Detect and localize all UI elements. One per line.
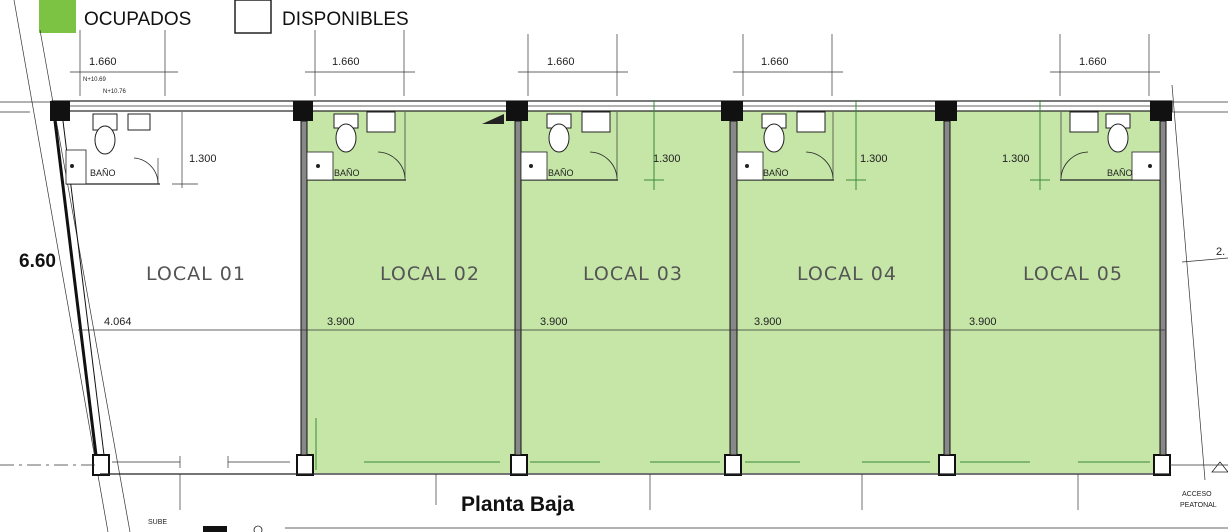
room-label-local-05: LOCAL 05 <box>1023 263 1123 285</box>
property-line-left <box>13 0 109 532</box>
room-label-local-03: LOCAL 03 <box>583 263 683 285</box>
bath-label-01: BAÑO <box>90 168 116 178</box>
bath-label-05: BAÑO <box>1107 168 1133 178</box>
legend-occupied-label: OCUPADOS <box>84 9 191 30</box>
plan-title: Planta Baja <box>461 493 575 516</box>
dim-top-2: 1.660 <box>332 56 360 68</box>
room-label-local-02: LOCAL 02 <box>380 263 480 285</box>
stair-up-label: SUBE <box>148 519 167 526</box>
top-wall <box>0 100 1228 113</box>
legend-available-swatch <box>234 0 272 34</box>
depth-dimension: 6.60 <box>19 251 56 272</box>
dim-right-cut: 2. <box>1216 246 1225 258</box>
bath-label-02: BAÑO <box>334 168 360 178</box>
bathroom-local-01 <box>65 113 160 185</box>
width-dimensions: 4.064 3.900 3.900 3.900 3.900 2. <box>78 246 1228 331</box>
dim-bath-3: 1.300 <box>860 153 888 165</box>
access-arrow <box>1211 461 1228 473</box>
access-label-2: PEATONAL <box>1180 502 1217 509</box>
front-line <box>0 418 1228 529</box>
stair-block <box>203 526 227 532</box>
dim-top-1: 1.660 <box>89 56 117 68</box>
dim-width-2: 3.900 <box>327 316 355 328</box>
room-label-local-01: LOCAL 01 <box>146 263 246 285</box>
level-mark-2: N+10.76 <box>103 89 127 95</box>
property-line-right <box>1171 84 1206 481</box>
area-local-03 <box>521 111 730 473</box>
dim-width-3: 3.900 <box>540 316 568 328</box>
dim-top-5: 1.660 <box>1079 56 1107 68</box>
legend-available-label: DISPONIBLES <box>282 9 409 30</box>
dim-bath-1: 1.300 <box>189 153 217 165</box>
occupied-areas <box>307 111 1160 473</box>
dim-top-4: 1.660 <box>761 56 789 68</box>
level-mark-1: N+10.69 <box>83 77 107 83</box>
columns <box>50 101 1172 476</box>
stair-marker <box>482 114 504 124</box>
dim-bath-2: 1.300 <box>653 153 681 165</box>
top-dimensions: 1.660 1.660 1.660 1.660 1.660 N+10.69 N+… <box>70 30 1160 96</box>
dim-bath-4: 1.300 <box>1002 153 1030 165</box>
area-local-04 <box>737 111 944 473</box>
dim-width-5: 3.900 <box>969 316 997 328</box>
dim-top-3: 1.660 <box>547 56 575 68</box>
bathrooms <box>65 111 1161 185</box>
axis-marker <box>253 525 263 532</box>
bath-label-03: BAÑO <box>548 168 574 178</box>
area-local-02 <box>307 111 516 473</box>
dim-width-4: 3.900 <box>754 316 782 328</box>
room-label-local-04: LOCAL 04 <box>797 263 897 285</box>
bathroom-local-03 <box>520 111 618 181</box>
bathroom-local-05 <box>1060 111 1161 181</box>
dim-width-1: 4.064 <box>104 316 132 328</box>
bathroom-local-04 <box>736 111 834 181</box>
partition-walls <box>300 120 1167 456</box>
area-local-05 <box>950 111 1160 473</box>
bathroom-local-02 <box>306 111 406 181</box>
legend-occupied-swatch <box>39 0 76 33</box>
bath-label-04: BAÑO <box>763 168 789 178</box>
access-label-1: ACCESO <box>1182 491 1212 498</box>
bath-dimensions: 1.300 1.300 1.300 1.300 <box>172 100 1050 190</box>
